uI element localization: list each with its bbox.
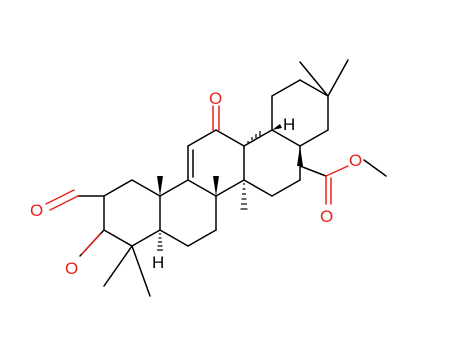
ring-e-gem-dimethyl — [299, 59, 349, 97]
methyl-wedge-c10 — [157, 176, 163, 196]
ring-e-bonds — [271, 79, 329, 147]
ring-c-bonds — [187, 129, 245, 197]
oxygen-label-ester-ether: O — [349, 151, 362, 170]
oxygen-label-ring-a-ketone: O — [65, 259, 78, 278]
oxygen-label-ester-carbonyl: O — [320, 207, 333, 226]
methyl-ester-group — [297, 146, 387, 205]
hydrogen-label-c5: H — [152, 253, 164, 272]
hydrogen-label-c18: H — [283, 115, 295, 134]
ring-a-bonds — [103, 179, 161, 247]
ring-a-ketone — [79, 229, 105, 257]
oxygen-label-ring-c-ketone: O — [209, 89, 222, 108]
methyl-hash-c14 — [240, 183, 248, 210]
methyl-wedge-c8 — [213, 176, 219, 196]
ring-a-gem-dimethyl — [103, 245, 151, 297]
oxygen-label-aldehyde: O — [30, 201, 43, 220]
ring-b-bonds — [159, 179, 217, 247]
hydrogen-wedge-c18 — [272, 124, 282, 130]
aldehyde-group — [45, 189, 105, 211]
ring-c-ketone — [212, 105, 220, 131]
hydrogen-hash-c13 — [247, 131, 261, 143]
hydrogen-hash-c5 — [157, 233, 163, 251]
